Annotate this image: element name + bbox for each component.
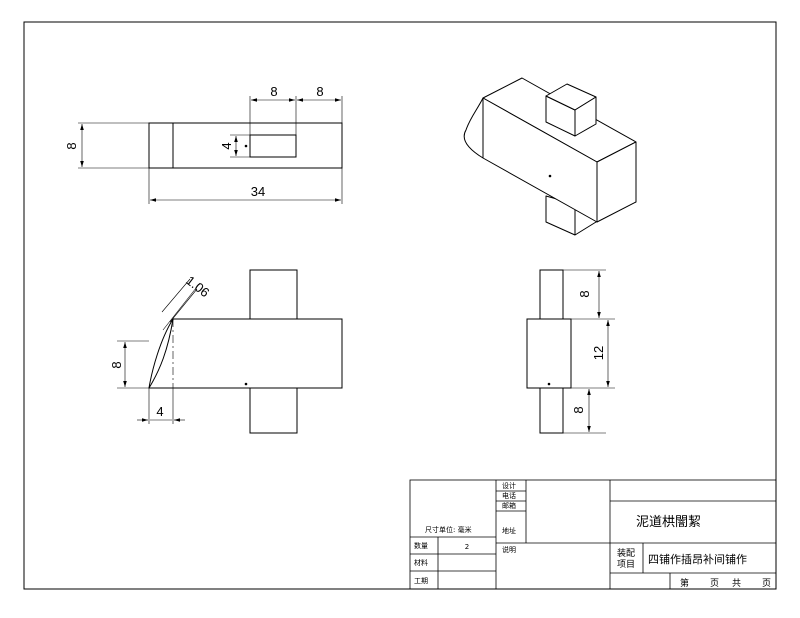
phone-label: 电话: [502, 491, 516, 500]
quantity-value: 2: [465, 543, 469, 551]
page-label: 第: [680, 577, 689, 589]
iso-tenon-side: [574, 96, 597, 137]
assembly-name: 四铺作插昂补间铺作: [648, 552, 747, 566]
title-block: [409, 479, 777, 590]
front-top-tenon: [249, 269, 298, 320]
quantity-label: 数量: [414, 541, 428, 550]
design-label: 设计: [502, 481, 516, 490]
unit-label: 尺寸单位: 毫米: [425, 525, 472, 534]
notes-label: 说明: [502, 545, 516, 554]
side-top-dim: 8: [577, 290, 592, 297]
front-body: [148, 318, 343, 389]
process-label: 工期: [414, 577, 428, 585]
side-view: [526, 269, 615, 434]
top-height-dim: 8: [64, 142, 79, 149]
side-body-dim: 12: [591, 346, 606, 360]
address-label: 地址: [502, 526, 516, 535]
top-view: [78, 96, 343, 204]
front-depth-dim: 4: [156, 404, 163, 419]
front-chamfer-curve: [148, 318, 174, 389]
page-unit: 页: [710, 578, 719, 589]
email-label: 邮箱: [502, 501, 516, 510]
front-bottom-tenon: [249, 387, 298, 434]
side-body: [526, 318, 572, 389]
total-label: 共: [732, 578, 741, 589]
side-bottom-dim: 8: [571, 406, 586, 413]
isometric-view: [463, 77, 637, 236]
slot-offset-dim: 8: [316, 84, 323, 99]
chamfer-dim: 1.06: [183, 273, 212, 300]
slot-width-dim: 8: [270, 84, 277, 99]
top-length-dim: 34: [251, 184, 265, 199]
material-label: 材料: [414, 558, 428, 567]
front-view: [117, 269, 343, 434]
title-block-frame: [409, 479, 777, 590]
side-top-tenon: [539, 269, 564, 320]
top-view-slot: [249, 134, 297, 158]
iso-block-side: [596, 141, 637, 223]
side-bottom-tenon: [539, 387, 564, 434]
top-view-center-mark: [244, 144, 248, 148]
top-view-outline: [148, 122, 343, 169]
chamfer-leader: [162, 282, 201, 331]
total-unit: 页: [762, 578, 771, 589]
part-name: 泥道栱闇絜: [636, 515, 701, 530]
front-height-dim: 8: [109, 361, 124, 368]
assembly-label-line1: 装配: [617, 547, 635, 559]
assembly-label-line2: 项目: [617, 559, 635, 570]
slot-height-dim: 4: [219, 142, 234, 149]
drawing-border: [23, 21, 777, 590]
